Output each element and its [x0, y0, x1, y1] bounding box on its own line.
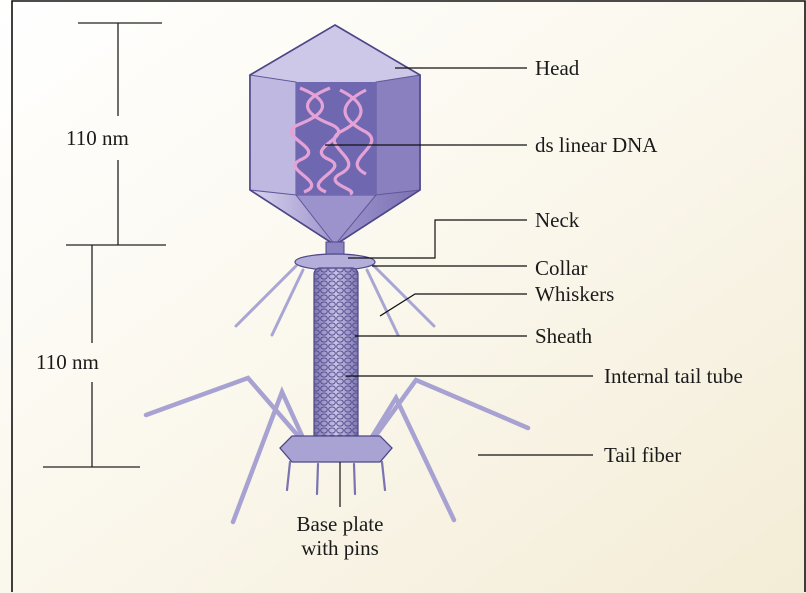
label-base-plate-line1: Base plate: [270, 512, 410, 536]
dimension-label-top: 110 nm: [66, 126, 129, 150]
label-whiskers: Whiskers: [535, 282, 614, 306]
label-sheath: Sheath: [535, 324, 592, 348]
label-collar: Collar: [535, 256, 588, 280]
label-tail-fiber: Tail fiber: [604, 443, 681, 467]
label-base-plate: Base plate with pins: [270, 512, 410, 560]
label-base-plate-line2: with pins: [270, 536, 410, 560]
label-head: Head: [535, 56, 579, 80]
label-ds-linear-dna: ds linear DNA: [535, 133, 657, 157]
tail-sheath: [314, 268, 358, 444]
dimension-label-bottom: 110 nm: [36, 350, 99, 374]
label-neck: Neck: [535, 208, 579, 232]
label-internal-tail-tube: Internal tail tube: [604, 364, 743, 388]
